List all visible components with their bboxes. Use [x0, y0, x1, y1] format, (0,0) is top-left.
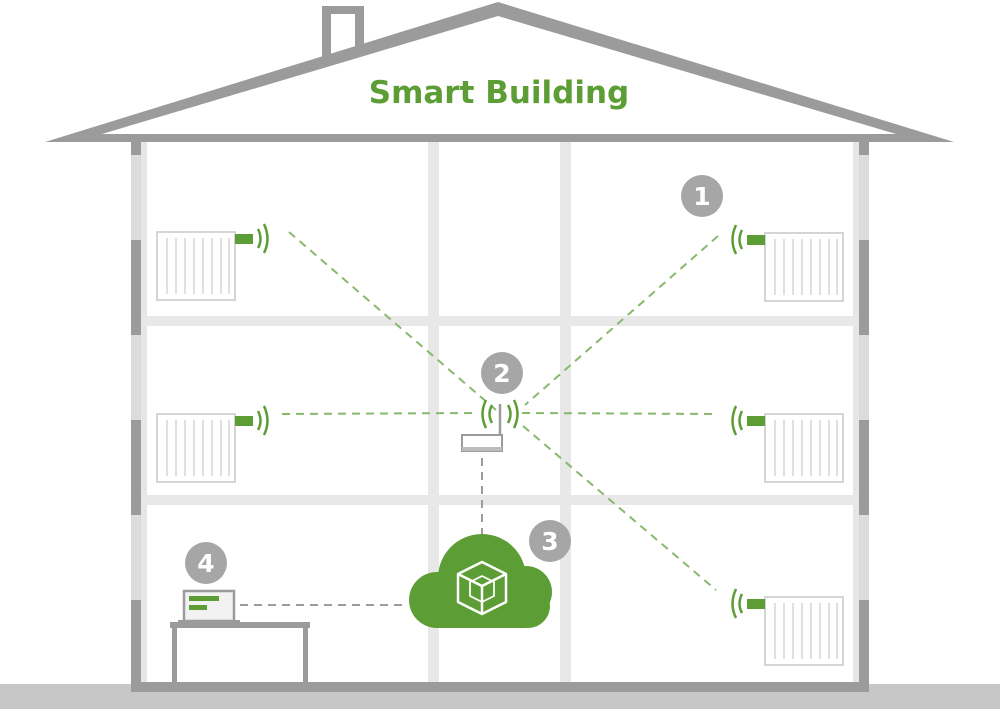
svg-text:4: 4 [197, 549, 214, 578]
wireless-signal-icon [731, 224, 744, 255]
radiator-valve-icon [235, 416, 253, 426]
link-radiator-bottom-right [522, 425, 717, 591]
laptop-dashboard-icon [178, 589, 240, 624]
radiator-valve-icon [747, 599, 765, 609]
wireless-signal-icon [256, 223, 269, 254]
badge-2: 2 [481, 352, 523, 394]
building-frame [131, 142, 869, 692]
badge-4: 4 [185, 542, 227, 584]
roof [45, 2, 954, 142]
svg-text:1: 1 [693, 182, 710, 211]
svg-text:2: 2 [493, 359, 510, 388]
connection-lines [240, 231, 719, 606]
link-radiator-top-right [524, 235, 719, 406]
gateway-router-icon [461, 399, 519, 452]
radiator-top-right [731, 224, 844, 302]
wireless-signal-icon [731, 405, 744, 436]
radiator-bottom-right [731, 588, 844, 666]
radiator-valve-icon [235, 234, 253, 244]
badge-1: 1 [681, 175, 723, 217]
radiator-valve-icon [747, 416, 765, 426]
badge-3: 3 [529, 520, 571, 562]
wireless-signal-icon [731, 588, 744, 619]
building-title: Smart Building [369, 75, 629, 111]
link-radiator-mid-left [281, 412, 479, 415]
wireless-signal-icon [256, 405, 269, 436]
wireless-signal-icon [481, 399, 519, 429]
link-radiator-mid-right [521, 412, 719, 415]
desk [170, 622, 310, 682]
cloud-cube-icon [409, 534, 552, 628]
radiator-mid-right [731, 405, 844, 483]
radiator-mid-left [156, 405, 269, 483]
svg-text:3: 3 [541, 527, 558, 556]
link-radiator-top-left [288, 231, 497, 411]
radiator-top-left [156, 223, 269, 301]
radiator-valve-icon [747, 235, 765, 245]
